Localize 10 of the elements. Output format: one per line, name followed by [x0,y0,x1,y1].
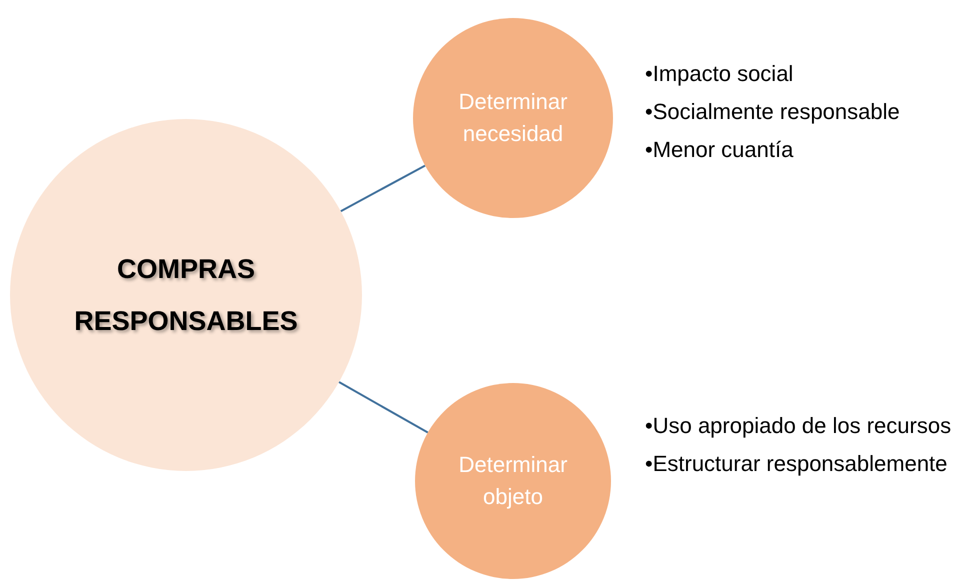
bullet-item: •Estructurar responsablemente [645,450,948,478]
bullet-item: •Impacto social [645,60,794,88]
bullet-item: •Socialmente responsable [645,98,901,126]
node-label: Determinar objeto [458,451,568,511]
connector-line [338,381,428,434]
node-label: COMPRAS RESPONSABLES [73,253,299,338]
bullet-item: •Uso apropiado de los recursos [645,412,952,440]
bullet-item: •Menor cuantía [645,136,794,164]
connector-line [340,164,426,212]
node-label: Determinar necesidad [458,88,568,148]
